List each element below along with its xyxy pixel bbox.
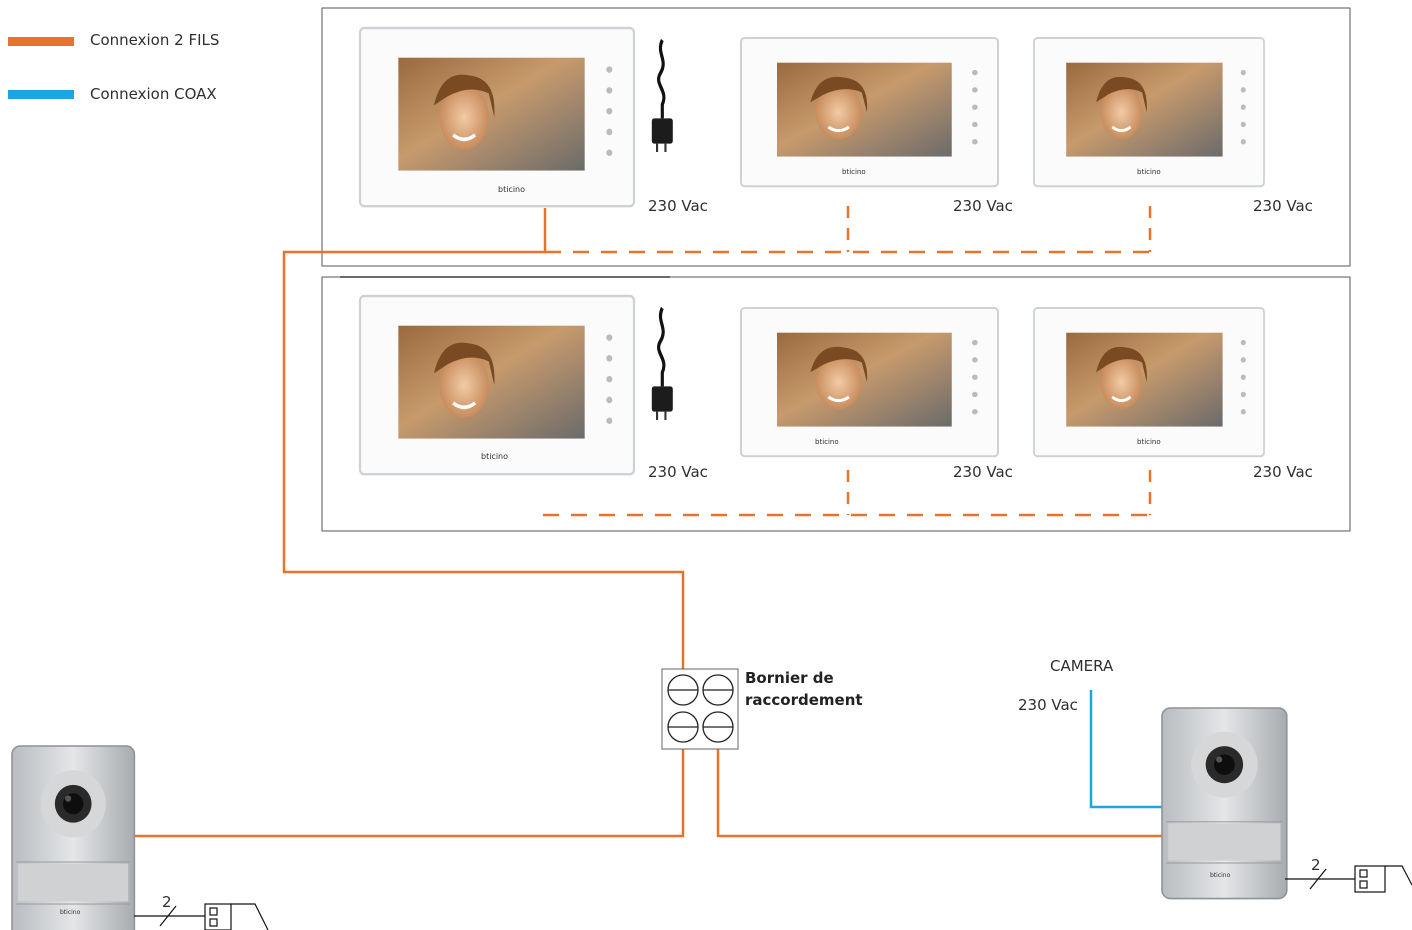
door-entry-panel-left: bticino	[11, 745, 136, 930]
monitor-brand-label: bticino	[815, 438, 839, 446]
power-label-top-2: 230 Vac	[953, 197, 1013, 215]
legend-swatch-coax	[8, 90, 74, 99]
wire-count-right: 2	[1311, 856, 1321, 874]
monitor-top-2: bticino	[739, 36, 1000, 188]
door-panel-brand: bticino	[1210, 872, 1231, 879]
wiring-coax	[1089, 690, 1168, 809]
monitor-brand-label: bticino	[1137, 438, 1161, 446]
power-label-bottom-2: 230 Vac	[953, 463, 1013, 481]
monitor-brand-label: bticino	[842, 168, 866, 176]
lock-output-left	[134, 903, 269, 930]
monitor-top-3: bticino	[1032, 36, 1266, 188]
legend: Connexion 2 FILS Connexion COAX	[8, 31, 219, 103]
power-label-bottom-3: 230 Vac	[1253, 463, 1313, 481]
legend-label-coax: Connexion COAX	[90, 85, 217, 103]
power-adapter-top	[652, 40, 673, 152]
wiring-two-wire	[134, 206, 1166, 838]
power-adapter-bottom	[652, 308, 673, 420]
terminal-block	[661, 668, 739, 750]
monitor-brand-label: bticino	[498, 185, 525, 194]
floor-frame-top	[321, 7, 1351, 267]
bus-riser-main	[282, 208, 685, 669]
camera-power-label: 230 Vac	[1018, 696, 1078, 714]
terminal-block-label-line2: raccordement	[745, 691, 863, 709]
legend-swatch-two-wire	[8, 37, 74, 46]
door-panel-brand: bticino	[60, 909, 81, 916]
wire-count-left: 2	[162, 893, 172, 911]
terminal-block-label-line1: Bornier de	[745, 669, 834, 687]
monitor-bottom-3: bticino	[1032, 306, 1266, 458]
legend-item-two-wire: Connexion 2 FILS	[8, 31, 219, 49]
floor-frame-bottom	[321, 276, 1351, 532]
camera-label: CAMERA	[1050, 657, 1114, 675]
legend-item-coax: Connexion COAX	[8, 85, 217, 103]
door-entry-panel-right: bticino	[1161, 707, 1288, 900]
monitor-top-1: bticino	[358, 26, 636, 208]
power-label-top-3: 230 Vac	[1253, 197, 1313, 215]
monitor-bottom-1: bticino	[358, 294, 636, 476]
legend-label-two-wire: Connexion 2 FILS	[90, 31, 219, 49]
monitor-brand-label: bticino	[481, 452, 508, 461]
monitor-brand-label: bticino	[1137, 168, 1161, 176]
bus-to-doorplate-right	[716, 749, 1166, 838]
bus-to-doorplate-left	[134, 749, 685, 838]
power-label-top-1: 230 Vac	[648, 197, 708, 215]
lock-output-right	[1285, 865, 1412, 893]
power-label-bottom-1: 230 Vac	[648, 463, 708, 481]
monitor-bottom-2: bticino	[739, 306, 1000, 458]
